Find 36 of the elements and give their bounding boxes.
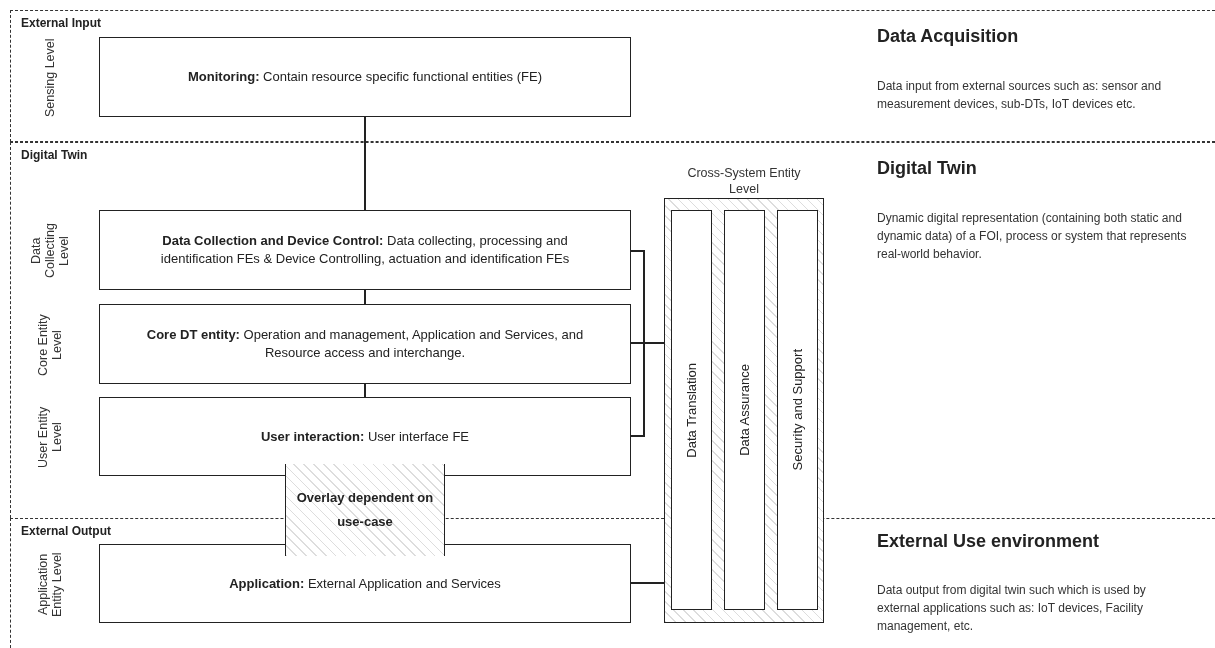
section-description: Data output from digital twin such which is used by external applications such as: IoT devices, Facility management, etc. [877,582,1147,635]
column-label: Security and Support [790,349,805,471]
connector-line [630,342,665,437]
connector-line [364,116,366,211]
level-description: Application: External Application and Services [229,574,501,593]
connector-line [364,383,366,398]
zone-title: External Input [21,16,101,30]
level-description: Data Collection and Device Control: Data collecting, processing and identification FEs & Device Controlling, actuation and identification FEs [159,232,571,268]
level-label: User Entity Level [35,405,65,471]
level-description: User interaction: User interface FE [260,427,470,446]
section-heading: External Use environment [877,531,1100,552]
zone-region [10,142,1215,518]
vertical-column-box [777,210,818,610]
column-label: Data Translation [684,362,699,458]
level-label: Sensing Level [42,38,58,118]
connector-line [630,582,665,584]
level-label: Application Entity Level [35,551,65,619]
level-label: Core Entity Level [35,313,65,378]
zone-title: External Output [21,524,111,538]
overlay-label: Overlay dependent on use-case [295,489,435,531]
vertical-column-box [671,210,712,610]
column-label: Data Assurance [737,364,752,456]
connector-line [364,289,366,305]
zone-region [10,10,1215,142]
section-description: Dynamic digital representation (containing both static and dynamic data) of a FOI, process or system that represents real-world behavior. [877,210,1188,263]
level-description: Core DT entity: Operation and management, Application and Services, and Resource access and interchange. [145,326,585,362]
zone-title: Digital Twin [21,148,88,162]
cross-system-panel [664,198,824,623]
zone-region [10,518,1215,648]
section-heading: Digital Twin [877,158,977,179]
vertical-column-box [724,210,765,610]
level-label: Data Collecting Level [28,222,72,281]
level-description: Monitoring: Contain resource specific functional entities (FE) [188,68,542,86]
section-description: Data input from external sources such as: sensor and measurement devices, sub-DTs, IoT devices etc. [877,78,1163,113]
section-heading: Data Acquisition [877,26,1019,47]
panel-heading: Cross-System Entity Level [686,165,802,197]
